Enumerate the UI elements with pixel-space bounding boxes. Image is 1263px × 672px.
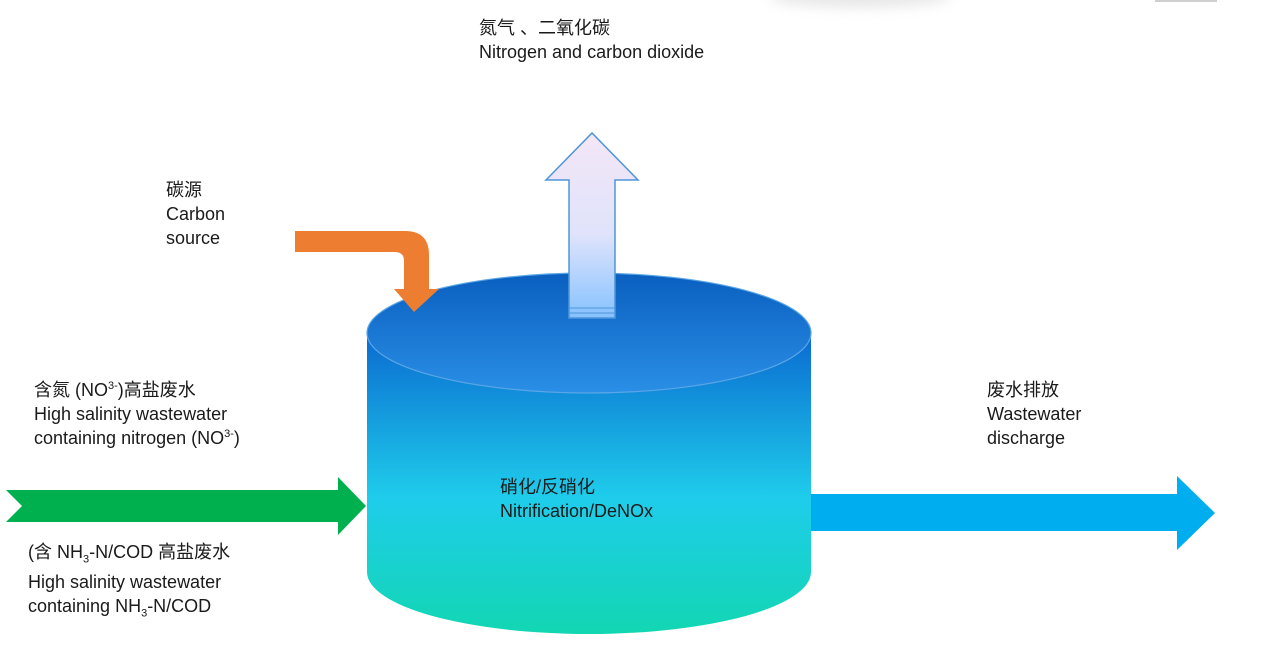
gas-outlet-arrow: [544, 131, 640, 319]
inlet-nh3-label: (含 NH3-N/COD 高盐废水 High salinity wastewat…: [28, 540, 231, 620]
discharge-en-2: discharge: [987, 428, 1066, 448]
reactor-label: 硝化/反硝化 Nitrification/DeNOx: [500, 475, 653, 523]
background-shadow: [770, 0, 950, 8]
inlet-no3-cn: 含氮 (NO3-)高盐废水: [34, 380, 196, 400]
carbon-source-label: 碳源 Carbon source: [166, 178, 225, 250]
tank-body: [367, 333, 811, 634]
reactor-cn: 硝化/反硝化: [500, 477, 596, 497]
background-edge: [1155, 0, 1217, 2]
inlet-nh3-en-1: High salinity wastewater: [28, 572, 222, 592]
discharge-label: 废水排放 Wastewater discharge: [987, 378, 1081, 450]
discharge-arrow: [811, 476, 1215, 550]
gas-output-en: Nitrogen and carbon dioxide: [479, 42, 705, 62]
carbon-source-cn: 碳源: [166, 180, 202, 200]
discharge-cn: 废水排放: [987, 380, 1059, 400]
inlet-no3-en-2: containing nitrogen (NO3-): [34, 428, 240, 448]
inlet-arrow: [6, 477, 366, 535]
gas-output-cn: 氮气 、二氧化碳: [479, 18, 611, 38]
inlet-nh3-cn: (含 NH3-N/COD 高盐废水: [28, 542, 231, 566]
carbon-source-arrow: [295, 231, 439, 312]
carbon-source-en-2: source: [166, 228, 221, 248]
gas-output-label: 氮气 、二氧化碳 Nitrogen and carbon dioxide: [479, 16, 704, 64]
inlet-nh3-en-2: containing NH3-N/COD: [28, 596, 212, 620]
reactor-tank: [366, 272, 812, 634]
inlet-no3-en-1: High salinity wastewater: [34, 404, 228, 424]
discharge-en-1: Wastewater: [987, 404, 1082, 424]
reactor-en: Nitrification/DeNOx: [500, 501, 654, 521]
carbon-source-en-1: Carbon: [166, 204, 226, 224]
inlet-no3-label: 含氮 (NO3-)高盐废水 High salinity wastewater c…: [34, 378, 240, 450]
